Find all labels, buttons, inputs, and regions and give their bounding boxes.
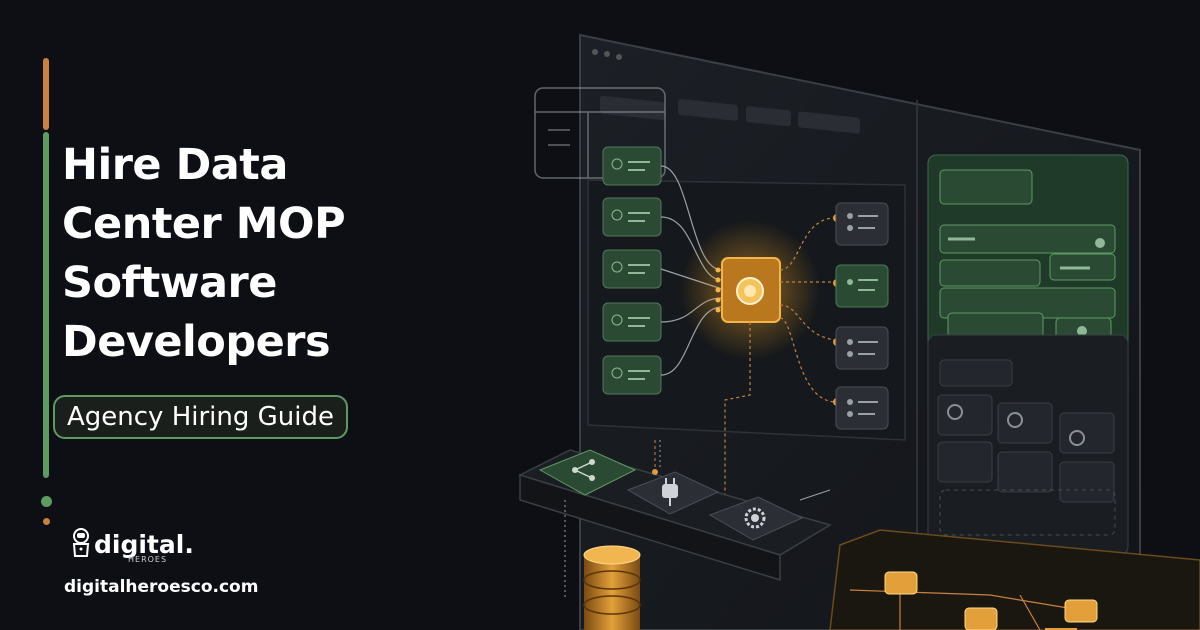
grid-card	[927, 334, 1129, 556]
accent-dot-orange	[43, 518, 50, 525]
headline-line-4: Developers	[62, 317, 331, 367]
database-icon	[583, 545, 641, 630]
accent-dot-green	[41, 496, 52, 507]
output-cards	[835, 202, 889, 430]
brand-logo: digital. HEROES	[70, 528, 194, 564]
logo-subtext: HEROES	[128, 555, 168, 564]
input-cards	[602, 146, 662, 395]
dotted-guides	[564, 440, 661, 600]
accent-bar-orange	[43, 58, 49, 130]
dashboard-illustration	[517, 33, 1200, 630]
share-nodes-icon	[538, 449, 637, 496]
headline: Hire Data Center MOP Software Developers	[62, 136, 502, 372]
connectors-right	[724, 217, 836, 520]
guide-badge: Agency Hiring Guide	[53, 395, 348, 439]
processor-chip	[680, 220, 820, 360]
bottom-tray	[517, 449, 832, 582]
guide-badge-label: Agency Hiring Guide	[67, 402, 334, 432]
logo-wordmark: digital.	[94, 530, 194, 559]
headline-line-3: Software	[62, 258, 277, 308]
site-url[interactable]: digitalheroesco.com	[64, 577, 259, 597]
astronaut-logo-icon	[72, 528, 90, 557]
gear-icon	[708, 496, 804, 541]
headline-line-2: Center MOP	[62, 199, 346, 249]
headline-line-1: Hire Data	[62, 140, 288, 190]
plug-icon	[626, 471, 720, 515]
orange-node-network	[829, 529, 1200, 630]
floating-window-outline	[534, 87, 666, 179]
settings-form-card	[927, 154, 1129, 356]
accent-bar-green	[43, 132, 49, 478]
